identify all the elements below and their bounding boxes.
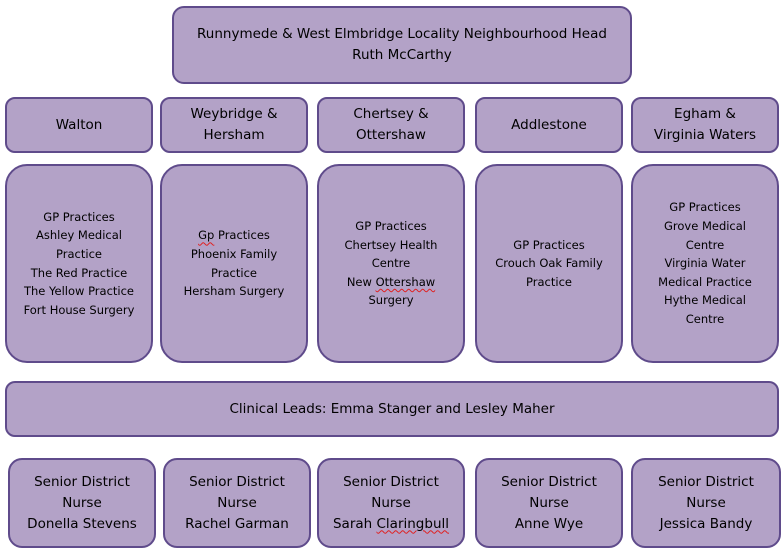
- spellcheck-flag: Claringbull: [376, 515, 450, 532]
- clinical-leads-bar: Clinical Leads: Emma Stanger and Lesley …: [5, 381, 779, 437]
- practices-box-egham-virginia-waters: GP Practices Grove Medical Centre Virgin…: [631, 164, 779, 363]
- nurse-role: Senior District: [343, 473, 439, 490]
- practice-line: Phoenix Family: [190, 246, 278, 261]
- practice-line: The Yellow Practice: [23, 284, 135, 299]
- nurse-name: Rachel Garman: [185, 515, 289, 532]
- practice-line: Centre: [685, 311, 725, 326]
- locality-head-name: Ruth McCarthy: [352, 47, 452, 63]
- practice-line: The Red Practice: [30, 265, 128, 280]
- practice-line: Gp Practices: [198, 228, 270, 243]
- practice-line: GP Practices: [513, 237, 585, 252]
- locality-box-walton: Walton: [5, 97, 153, 153]
- practice-line: Centre: [371, 256, 411, 271]
- nurse-name: Anne Wye: [514, 515, 584, 532]
- locality-label: Walton: [55, 116, 103, 133]
- practice-line: Centre: [685, 237, 725, 252]
- locality-label: Ottershaw: [356, 127, 426, 143]
- practice-line: Hythe Medical: [663, 293, 747, 308]
- practice-line: GP Practices: [669, 200, 741, 215]
- nurse-role: Nurse: [217, 494, 257, 511]
- nurse-role: Senior District: [501, 473, 597, 490]
- locality-box-egham-virginia-waters: Egham & Virginia Waters: [631, 97, 779, 153]
- locality-head-box: Runnymede & West Elmbridge Locality Neig…: [172, 6, 632, 84]
- locality-box-weybridge-hersham: Weybridge & Hersham: [160, 97, 308, 153]
- practice-line: Practice: [211, 265, 257, 280]
- locality-label: Egham &: [674, 106, 736, 122]
- nurse-box: Senior District Nurse Sarah Claringbull: [317, 458, 465, 548]
- practice-line: Chertsey Health: [344, 237, 438, 252]
- locality-label: Hersham: [203, 127, 265, 143]
- locality-label: Addlestone: [511, 116, 587, 133]
- practice-line: Virginia Water: [664, 256, 746, 271]
- nurse-box: Senior District Nurse Rachel Garman: [163, 458, 311, 548]
- nurse-role: Senior District: [34, 473, 130, 490]
- locality-label: Virginia Waters: [653, 127, 757, 143]
- spellcheck-flag: Ottershaw: [375, 274, 436, 289]
- nurse-role: Nurse: [62, 494, 102, 511]
- nurse-role: Senior District: [189, 473, 285, 490]
- nurse-role: Senior District: [658, 473, 754, 490]
- nurse-role: Nurse: [371, 494, 411, 511]
- practice-line: Hersham Surgery: [183, 284, 285, 299]
- nurse-box: Senior District Nurse Jessica Bandy: [631, 458, 781, 548]
- practice-line: Medical Practice: [658, 274, 752, 289]
- practice-line: Fort House Surgery: [23, 302, 135, 317]
- nurse-box: Senior District Nurse Anne Wye: [475, 458, 623, 548]
- nurse-role: Nurse: [529, 494, 569, 511]
- spellcheck-flag: Gp: [198, 228, 215, 243]
- practice-line: GP Practices: [355, 219, 427, 234]
- locality-label: Chertsey &: [353, 106, 429, 122]
- practice-line: Practice: [526, 274, 572, 289]
- locality-box-chertsey-ottershaw: Chertsey & Ottershaw: [317, 97, 465, 153]
- nurse-name: Sarah Claringbull: [332, 515, 450, 532]
- nurse-role: Nurse: [686, 494, 726, 511]
- locality-label: Weybridge &: [190, 106, 278, 122]
- practice-line: Surgery: [368, 293, 414, 308]
- practices-box-addlestone: GP Practices Crouch Oak Family Practice: [475, 164, 623, 363]
- nurse-name: Donella Stevens: [27, 515, 137, 532]
- practice-line: Grove Medical: [663, 219, 747, 234]
- practice-line: Crouch Oak Family: [495, 256, 603, 271]
- practices-box-walton: GP Practices Ashley Medical Practice The…: [5, 164, 153, 363]
- practice-line: GP Practices: [43, 209, 115, 224]
- practices-box-chertsey-ottershaw: GP Practices Chertsey Health Centre New …: [317, 164, 465, 363]
- practice-line: Ashley Medical: [36, 228, 122, 243]
- practice-line: New Ottershaw: [346, 274, 436, 289]
- nurse-name: Jessica Bandy: [659, 515, 753, 532]
- nurse-box: Senior District Nurse Donella Stevens: [8, 458, 156, 548]
- clinical-leads-label: Clinical Leads: Emma Stanger and Lesley …: [229, 401, 555, 417]
- locality-head-title: Runnymede & West Elmbridge Locality Neig…: [197, 26, 607, 42]
- practice-line: Practice: [56, 246, 102, 261]
- locality-box-addlestone: Addlestone: [475, 97, 623, 153]
- practices-box-weybridge-hersham: Gp Practices Phoenix Family Practice Her…: [160, 164, 308, 363]
